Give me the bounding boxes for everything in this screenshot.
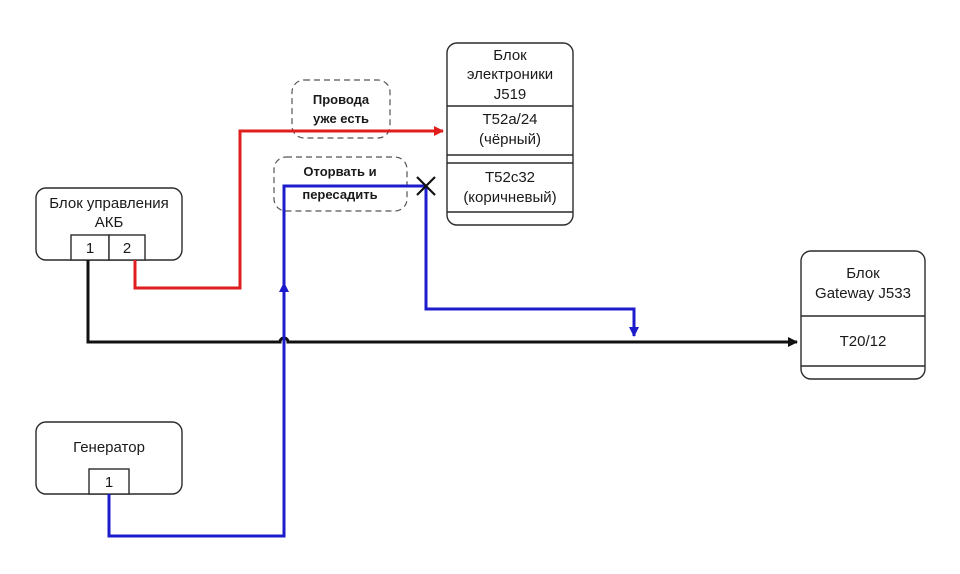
connector-t52a-label: T52a/24 <box>482 111 537 128</box>
electronics-title-line2: электроники <box>467 66 553 83</box>
cut-mark-icon <box>416 176 436 196</box>
red-wire <box>133 126 444 290</box>
note-wires-exist-line1: Провода <box>313 92 370 107</box>
gateway-block: Блок Gateway J533 T20/12 <box>800 250 926 380</box>
blue-wire-to-j519 <box>282 184 426 283</box>
connector-t52c-label: T52c32 <box>485 169 535 186</box>
connector-t52c-color: (коричневый) <box>463 189 556 206</box>
note-detach-move-line2: пересадить <box>302 187 377 202</box>
generator-pin-1-box <box>88 468 130 495</box>
black-wire <box>86 260 798 347</box>
battery-block-title-line1: Блок управления <box>49 195 168 212</box>
note-detach-move: Оторвать и пересадить <box>273 156 408 212</box>
electronics-block: Блок электроники J519 T52a/24 (чёрный) T… <box>446 42 574 226</box>
battery-pin-1: 1 <box>86 240 94 257</box>
generator-title: Генератор <box>73 439 145 456</box>
connector-t20-label: T20/12 <box>840 333 887 350</box>
battery-pin-2: 2 <box>123 240 131 257</box>
electronics-title-line3: J519 <box>494 86 527 103</box>
generator-pin-1: 1 <box>105 474 113 491</box>
note-detach-move-line1: Оторвать и <box>303 164 376 179</box>
generator-block: Генератор 1 <box>35 421 183 495</box>
connector-t52a-color: (чёрный) <box>479 131 541 148</box>
note-wires-exist: Провода уже есть <box>291 79 391 139</box>
electronics-title-line1: Блок <box>493 47 527 64</box>
blue-wire-generator <box>107 282 289 538</box>
blue-wire-reroute <box>424 186 639 337</box>
battery-control-block: Блок управления АКБ 1 2 <box>35 187 183 261</box>
battery-pin-2-box <box>108 234 146 261</box>
gateway-title-line2: Gateway J533 <box>815 285 911 302</box>
battery-block-title-line2: АКБ <box>95 214 124 231</box>
battery-pin-1-box <box>70 234 110 261</box>
gateway-title-line1: Блок <box>846 265 880 282</box>
note-wires-exist-line2: уже есть <box>313 111 369 126</box>
